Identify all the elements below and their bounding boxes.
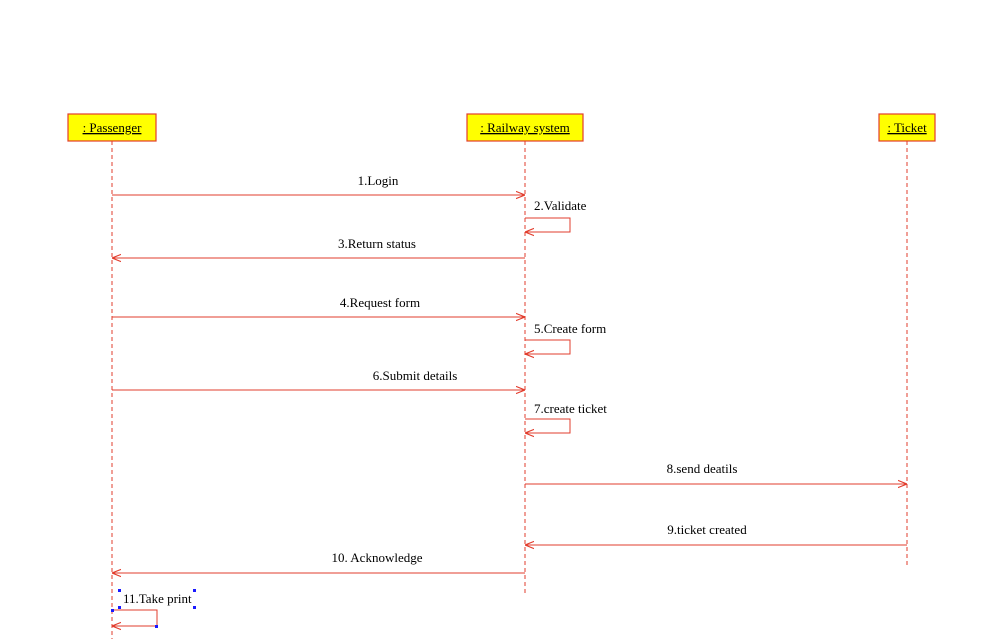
message-take-print-arrow[interactable]	[112, 609, 158, 626]
message-create-ticket-label: 7.create ticket	[534, 401, 607, 416]
selection-handle[interactable]	[118, 606, 121, 609]
selection-handle[interactable]	[155, 625, 158, 628]
message-acknowledge-label: 10. Acknowledge	[332, 550, 423, 565]
message-validate[interactable]: 2.Validate	[525, 198, 587, 232]
lifeline-railway-system[interactable]: : Railway system	[466, 113, 584, 595]
lifeline-railway-system-label: : Railway system	[480, 120, 570, 135]
message-login-label: 1.Login	[358, 173, 399, 188]
selection-handle[interactable]	[193, 606, 196, 609]
lifeline-railway-system-box[interactable]	[466, 113, 584, 142]
lifeline-ticket-box[interactable]	[878, 113, 936, 142]
message-validate-label: 2.Validate	[534, 198, 587, 213]
message-ticket-created[interactable]: 9.ticket created	[525, 522, 907, 545]
message-create-ticket-arrow[interactable]	[525, 418, 571, 433]
lifeline-passenger-box[interactable]	[67, 113, 157, 142]
message-ticket-created-label: 9.ticket created	[667, 522, 747, 537]
message-create-form[interactable]: 5.Create form	[525, 321, 606, 354]
message-create-ticket[interactable]: 7.create ticket	[525, 401, 607, 433]
message-return-status-label: 3.Return status	[338, 236, 416, 251]
selection-handle[interactable]	[111, 609, 114, 612]
message-send-details-label: 8.send deatils	[667, 461, 738, 476]
lifeline-ticket[interactable]: : Ticket	[878, 113, 936, 565]
message-create-form-arrow[interactable]	[525, 339, 571, 354]
message-submit-details-label: 6.Submit details	[373, 368, 458, 383]
message-acknowledge[interactable]: 10. Acknowledge	[112, 550, 525, 573]
message-request-form[interactable]: 4.Request form	[112, 295, 525, 317]
lifeline-passenger-label: : Passenger	[83, 120, 143, 135]
selection-handle[interactable]	[193, 589, 196, 592]
selection-handle[interactable]	[118, 589, 121, 592]
message-send-details[interactable]: 8.send deatils	[525, 461, 907, 484]
message-take-print[interactable]: 11.Take print	[111, 589, 196, 628]
message-submit-details[interactable]: 6.Submit details	[112, 368, 525, 390]
message-create-form-label: 5.Create form	[534, 321, 606, 336]
message-validate-arrow[interactable]	[525, 217, 571, 232]
message-request-form-label: 4.Request form	[340, 295, 420, 310]
lifeline-passenger[interactable]: : Passenger	[67, 113, 157, 639]
message-login[interactable]: 1.Login	[112, 173, 525, 195]
lifeline-ticket-label: : Ticket	[887, 120, 927, 135]
message-take-print-label: 11.Take print	[123, 591, 192, 606]
message-return-status[interactable]: 3.Return status	[112, 236, 525, 258]
